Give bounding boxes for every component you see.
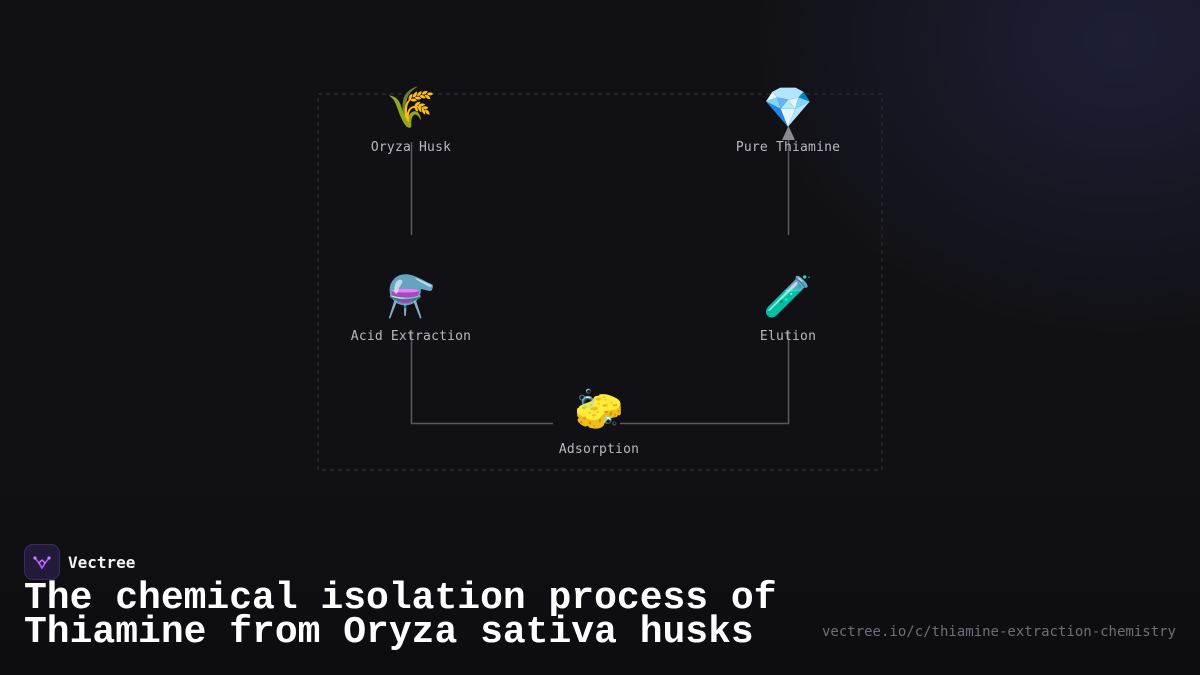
- vectree-logo-icon: [24, 544, 60, 580]
- node-pure-thiamine: 💎 Pure Thiamine: [688, 84, 888, 155]
- gem-icon: 💎: [763, 85, 813, 131]
- node-label: Oryza Husk: [370, 140, 452, 155]
- test-tube-icon: 🧪: [763, 274, 813, 320]
- source-url: vectree.io/c/thiamine-extraction-chemist…: [821, 624, 1176, 640]
- node-elution: 🧪 Elution: [688, 273, 888, 344]
- sponge-icon: 🧽: [574, 387, 624, 433]
- wheat-sheaf-icon: 🌾: [386, 85, 436, 131]
- brand-name: Vectree: [68, 552, 136, 572]
- node-adsorption: 🧽 Adsorption: [499, 386, 699, 457]
- alembic-flask-icon: ⚗️: [386, 274, 436, 320]
- diagram-frame: [317, 93, 883, 471]
- page-title: The chemical isolation process of Thiami…: [24, 577, 777, 654]
- node-label: Adsorption: [558, 442, 640, 457]
- node-label: Acid Extraction: [350, 329, 472, 344]
- brand: Vectree: [24, 544, 135, 580]
- arrowhead-to-thiamine: [782, 126, 795, 140]
- edge-adsorption-to-elution: [620, 330, 790, 425]
- node-acid-extraction: ⚗️ Acid Extraction: [311, 273, 511, 344]
- edge-extraction-to-adsorption: [410, 330, 553, 425]
- node-label: Pure Thiamine: [735, 140, 841, 155]
- node-oryza-husk: 🌾 Oryza Husk: [311, 84, 511, 155]
- node-label: Elution: [759, 329, 817, 344]
